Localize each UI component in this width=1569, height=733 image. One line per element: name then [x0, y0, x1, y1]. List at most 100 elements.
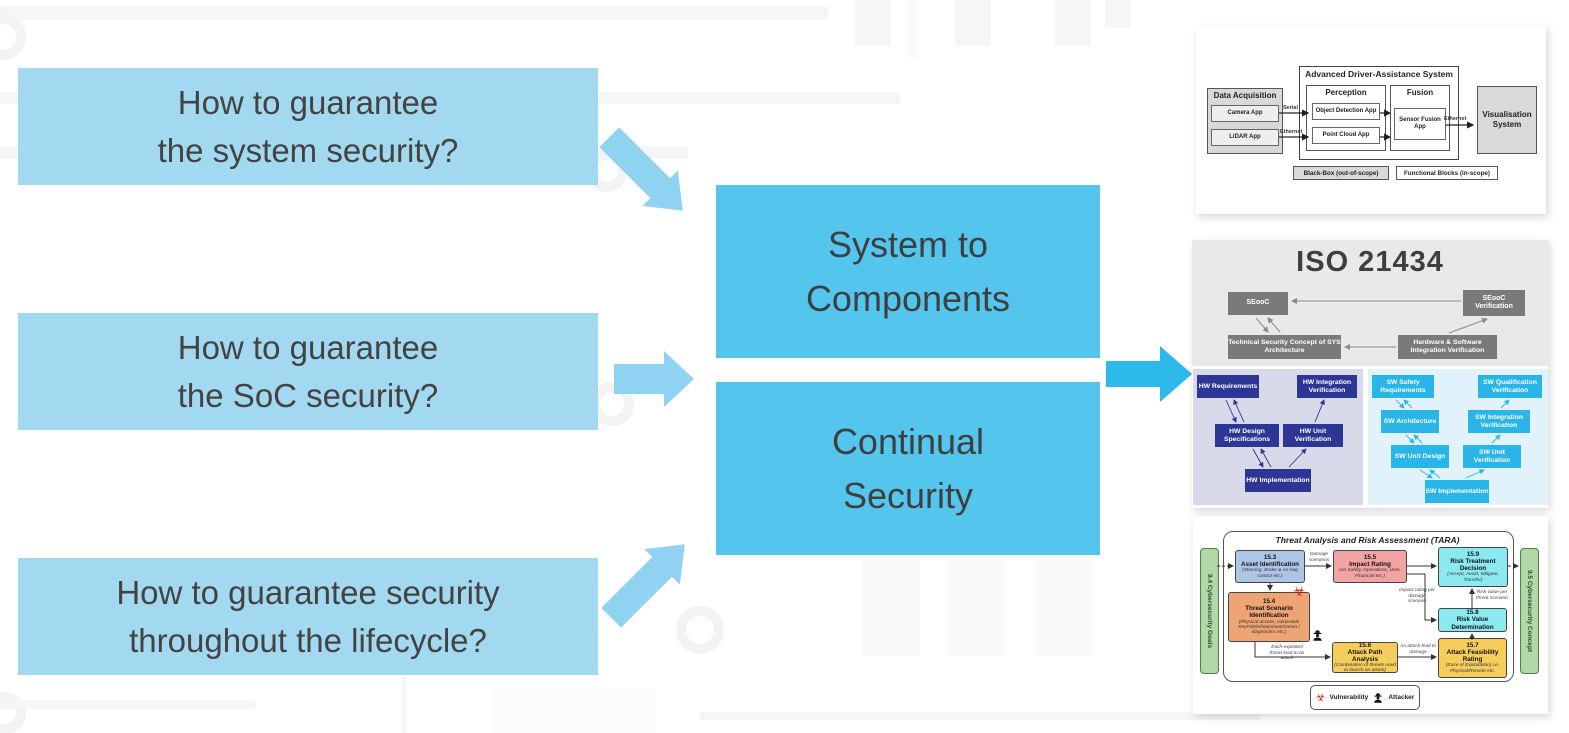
- attack-lead-label: An attack lead to damage: [1400, 644, 1436, 655]
- sensor-fusion-app-label: Sensor Fusion App: [1399, 117, 1441, 130]
- asset-identification-sub: (Steering, Brake & Air-bag control etc.): [1242, 568, 1298, 579]
- question-line: the SoC security?: [177, 376, 439, 414]
- hw-design-specifications-label: HW Design Specifications: [1223, 427, 1271, 443]
- each-exploited-label: Each exploited threat lead to an attack: [1269, 645, 1305, 662]
- risk-treatment-number: 15.9: [1466, 551, 1480, 559]
- attack-feasibility-number: 15.7: [1466, 642, 1479, 650]
- legend-functional-chip: Functional Blocks (in-scope): [1396, 166, 1498, 180]
- threat-scenario-identification-box: 15.4 Threat Scenario Identification (Phy…: [1228, 592, 1310, 642]
- sw-qualification-verification-box: SW Qualification Verification: [1478, 375, 1542, 398]
- circuit-trace: [402, 676, 406, 733]
- risk-value-number: 15.8: [1466, 609, 1479, 617]
- object-detection-app-label: Object Detection App: [1315, 108, 1377, 115]
- technical-security-concept-label: Technical Security Concept of SYS Archit…: [1228, 339, 1341, 354]
- question-line: How to guarantee security: [116, 573, 500, 611]
- asset-identification-title: Asset Identification: [1240, 561, 1300, 569]
- seooc-verification-box: SEooC Verification: [1463, 290, 1525, 316]
- technical-security-concept-box: Technical Security Concept of SYS Archit…: [1228, 335, 1341, 359]
- hw-vmodel-connectors: [1225, 399, 1325, 468]
- circuit-trace: [1055, 0, 1091, 46]
- arrow-right-dark-icon: [1106, 344, 1192, 404]
- point-cloud-app-label: Point Cloud App: [1322, 132, 1370, 139]
- arrow-right-icon: [614, 349, 694, 409]
- circuit-node: [676, 606, 724, 654]
- hw-unit-verification-label: HW Unit Verification: [1294, 427, 1332, 443]
- cybersecurity-goals-bar: 9.4 Cybersecurity Goals: [1200, 548, 1219, 674]
- hw-vmodel-panel: HW Requirements HW Integration Verificat…: [1193, 369, 1363, 505]
- attack-path-sub: (Combination of threats used to launch a…: [1334, 662, 1396, 674]
- circuit-trace: [955, 0, 991, 46]
- hw-requirements-box: HW Requirements: [1197, 375, 1259, 398]
- hw-integration-verification-box: HW Integration Verification: [1297, 375, 1357, 398]
- tara-connectors: [1217, 563, 1519, 660]
- risk-value-per-label: Risk value per threat scenario: [1476, 590, 1508, 601]
- attack-path-analysis-box: 15.6 Attack Path Analysis (Combination o…: [1332, 642, 1398, 673]
- sw-unit-design-label: SW Unit Design: [1394, 452, 1446, 460]
- lidar-app-label: LiDAR App: [1229, 134, 1261, 141]
- cybersecurity-concept-bar: 9.5 Cybersecurity Concept: [1520, 548, 1539, 674]
- attack-feasibility-sub: (Ease of Exploitation) i.e. Physical/Rem…: [1445, 663, 1500, 674]
- attacker-legend-label: Attacker: [1388, 694, 1415, 701]
- tara-legend-box: ☣ Vulnerability Attacker: [1310, 685, 1420, 710]
- impact-rating-box: 15.5 Impact Rating (on Safety, Operation…: [1333, 550, 1407, 583]
- hw-unit-verification-box: HW Unit Verification: [1283, 424, 1343, 447]
- attacker-icon: [1374, 692, 1383, 703]
- legend-blackbox-label: Black-Box (out-of-scope): [1303, 169, 1379, 177]
- threat-scenario-sub: (Physical access, vulnerable KeyFob/Info…: [1238, 619, 1300, 636]
- sensor-fusion-app-box: Sensor Fusion App: [1394, 108, 1446, 140]
- fusion-title: Fusion: [1406, 88, 1434, 97]
- question-line: How to guarantee: [177, 328, 439, 366]
- sw-architecture-box: SW Architecture: [1381, 410, 1439, 433]
- circuit-trace: [862, 560, 920, 656]
- sw-integration-verification-box: SW Integration Verification: [1468, 410, 1530, 433]
- iso-system-connectors: [1255, 298, 1488, 350]
- legend-functional-label: Functional Blocks (in-scope): [1403, 169, 1491, 177]
- risk-treatment-sub: (Accept, Avoid, Mitigate, Transfer): [1447, 572, 1499, 583]
- attack-path-number: 15.6: [1358, 641, 1372, 649]
- arrow-body: [601, 556, 673, 628]
- answer-line: System to: [827, 223, 989, 265]
- question-box-system-security: How to guarantee the system security?: [18, 68, 598, 185]
- lidar-app-box: LiDAR App: [1211, 129, 1279, 146]
- circuit-trace: [1105, 0, 1131, 28]
- circuit-trace: [948, 560, 1006, 656]
- impact-rating-number: 15.5: [1363, 554, 1377, 562]
- arrow-head: [664, 351, 694, 407]
- sw-implementation-box: SW Implementation: [1425, 480, 1489, 503]
- circuit-trace: [492, 688, 654, 733]
- circuit-trace: [908, 0, 918, 60]
- attack-feasibility-rating-box: 15.7 Attack Feasibility Rating (Ease of …: [1438, 638, 1507, 678]
- answer-box-system-to-components: System to Components: [716, 185, 1100, 358]
- impact-rating-per-label: Impact rating per damage scenario: [1399, 588, 1435, 605]
- serial-link-label: Serial: [1283, 105, 1298, 111]
- data-acquisition-title: Data Acquisition: [1213, 91, 1277, 100]
- arrow-head: [1160, 346, 1192, 402]
- visualisation-system-box: Visualisation System: [1477, 86, 1537, 154]
- question-line: throughout the lifecycle?: [129, 621, 487, 659]
- iso21434-panel: ISO 21434 SEooC SEooC Verification Techn…: [1192, 240, 1548, 508]
- camera-app-box: Camera App: [1211, 105, 1279, 122]
- circuit-trace: [1034, 560, 1092, 656]
- tara-panel: Threat Analysis and Risk Assessment (TAR…: [1193, 516, 1548, 714]
- legend-blackbox-chip: Black-Box (out-of-scope): [1293, 166, 1389, 180]
- biohazard-icon: ☣: [1315, 691, 1326, 704]
- ethernet-link-label: Ethernet: [1280, 129, 1303, 135]
- hw-design-specifications-box: HW Design Specifications: [1215, 424, 1279, 447]
- cybersecurity-concept-label: 9.5 Cybersecurity Concept: [1526, 569, 1533, 652]
- circuit-trace: [0, 700, 255, 709]
- tara-title: Threat Analysis and Risk Assessment (TAR…: [1275, 535, 1460, 545]
- point-cloud-app-box: Point Cloud App: [1312, 127, 1380, 144]
- hw-implementation-label: HW Implementation: [1246, 476, 1310, 484]
- object-detection-app-box: Object Detection App: [1312, 103, 1380, 120]
- asset-identification-box: 15.3 Asset Identification (Steering, Bra…: [1235, 550, 1305, 583]
- risk-treatment-title: Risk Treatment Decision: [1450, 558, 1496, 573]
- biohazard-icon: ☣: [1293, 584, 1306, 600]
- question-box-soc-security: How to guarantee the SoC security?: [18, 313, 598, 430]
- vulnerability-legend-label: Vulnerability: [1329, 694, 1369, 701]
- seooc-box: SEooC: [1228, 292, 1288, 315]
- answer-box-continual-security: Continual Security: [716, 382, 1100, 555]
- circuit-trace: [0, 6, 828, 20]
- attack-feasibility-title: Attack Feasibility Rating: [1446, 649, 1499, 664]
- sw-safety-requirements-label: SW Safety Requirements: [1380, 378, 1426, 394]
